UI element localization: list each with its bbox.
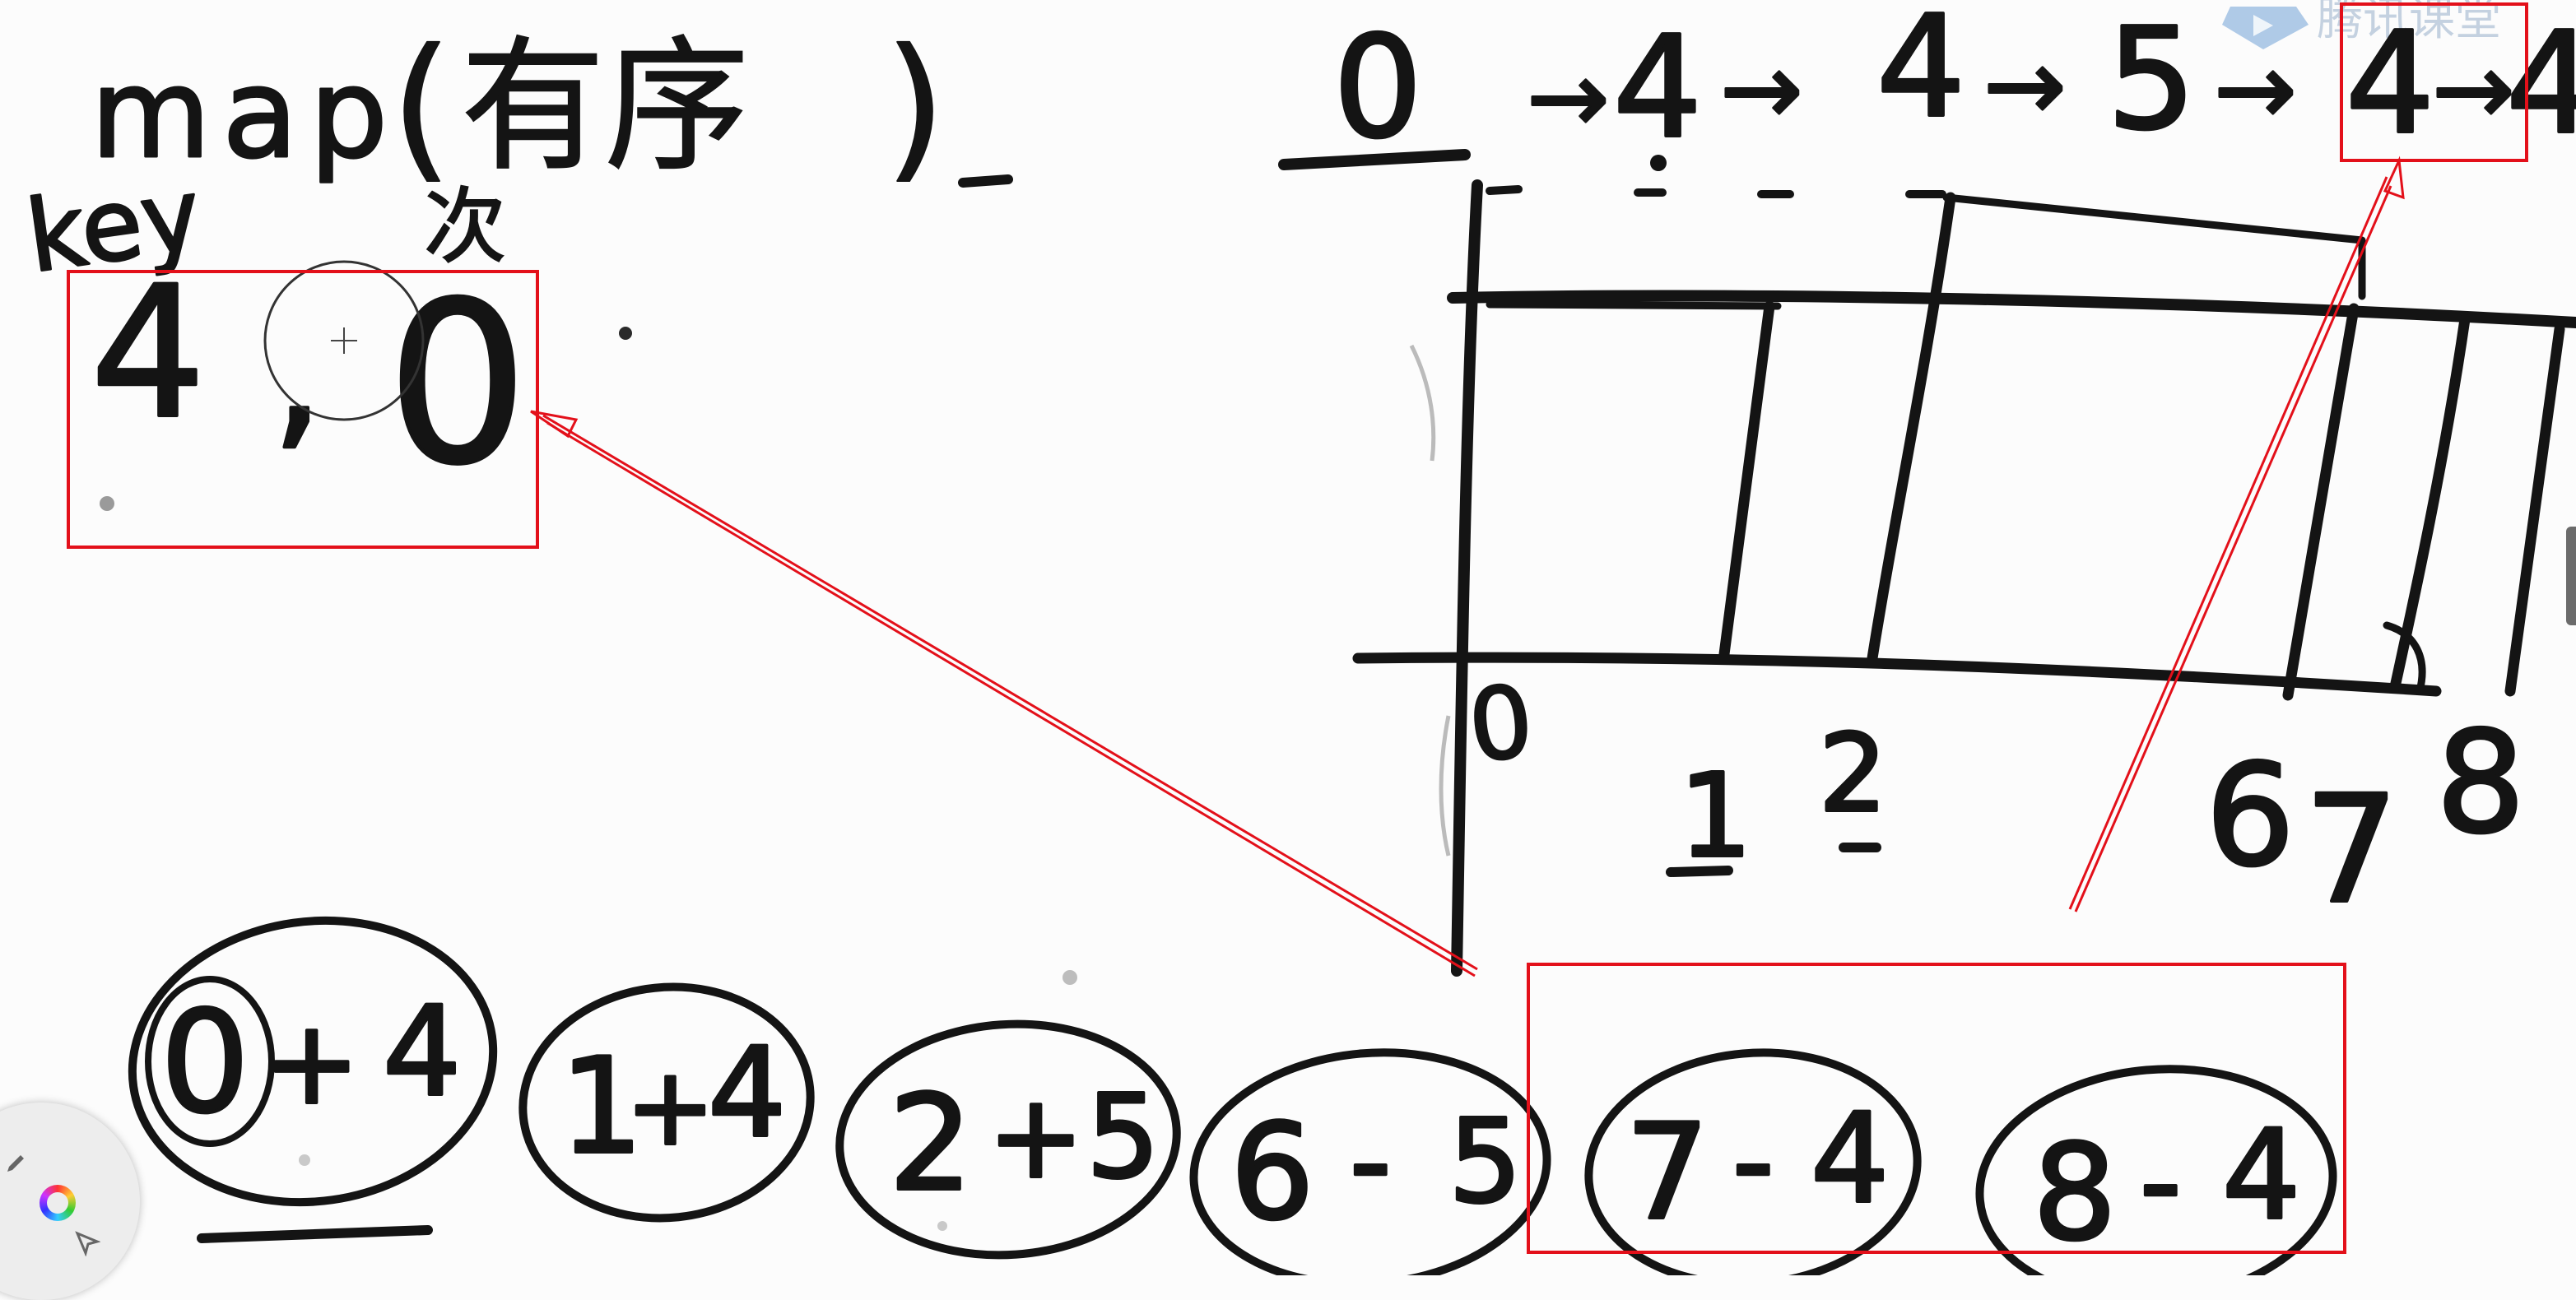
event-item: 6 - 5 [1189, 1048, 1551, 1275]
map-entry-sep: , [272, 276, 324, 467]
event-value: 4 [708, 1022, 786, 1165]
sequence-item: 4 [1876, 0, 1965, 149]
event-item: 7 - 4 [1584, 1048, 1922, 1275]
color-wheel-icon[interactable] [40, 1185, 76, 1221]
event-value: 4 [1811, 1088, 1889, 1231]
event-item: 1 + 4 [518, 982, 815, 1223]
watermark: 腾讯课堂 [2222, 0, 2501, 49]
event-key: 6 [1230, 1095, 1314, 1249]
axis-label: 6 [2206, 735, 2295, 898]
highlight-events-end [1527, 963, 2346, 1254]
sequence-item: → [2432, 33, 2515, 147]
event-op: - [1350, 1095, 1392, 1229]
sequence-item: 4 [1613, 7, 1702, 169]
page-title: map ( 有序 ) [90, 15, 1013, 198]
arrow-to-map-entry [530, 410, 1478, 977]
event-op: + [625, 1044, 715, 1169]
sequence-item: → [2214, 33, 2297, 147]
event-item: 8 - 4 [1975, 1065, 2337, 1275]
event-list: 0 + 4 1 + 4 2 + 5 6 - 5 7 - 4 [128, 916, 2337, 1275]
event-key: 1 [560, 1029, 644, 1183]
count-sequence: 0 → 4 → 4 → 5 → 4 → 4 [1278, 0, 2576, 171]
event-value: 4 [2222, 1104, 2300, 1247]
axis-label: 7 [2304, 764, 2399, 936]
event-op: - [2140, 1116, 2182, 1250]
pointer-tool-icon[interactable] [74, 1230, 101, 1257]
event-op: - [1732, 1095, 1774, 1229]
highlight-map-entry [67, 270, 539, 549]
event-item: 2 + 5 [835, 1019, 1181, 1260]
axis-label: 2 [1819, 711, 1887, 836]
sequence-item: → [1720, 33, 1803, 147]
event-key: 2 [889, 1066, 973, 1220]
map-entry: 4 , 0 [89, 246, 530, 515]
event-key: 8 [2033, 1116, 2117, 1270]
event-key: 0 [160, 982, 249, 1144]
event-op: + [263, 996, 360, 1131]
sequence-item: 0 [1333, 7, 1422, 169]
sequence-item: → [1983, 29, 2067, 143]
title-paren-open: ( [391, 16, 452, 197]
title-prefix: map [91, 43, 399, 186]
arrow-to-sequence-end [2068, 156, 2405, 912]
cursor-ring [263, 260, 425, 421]
axis-label: 1 [1679, 750, 1752, 884]
watermark-text: 腾讯课堂 [2317, 0, 2501, 46]
sequence-item: 4 [2506, 2, 2576, 165]
map-entry-key: 4 [91, 248, 206, 458]
sequence-item: → [1527, 41, 1610, 156]
side-scroll-handle[interactable] [2566, 527, 2576, 625]
event-key: 7 [1625, 1095, 1709, 1249]
pen-tool-icon[interactable] [4, 1152, 27, 1175]
event-item: 0 + 4 [128, 916, 498, 1243]
title-cjk: 有序 [461, 24, 749, 191]
event-value: 4 [383, 981, 461, 1124]
event-value: 5 [1086, 1070, 1160, 1205]
interval-diagram: 0 1 2 6 7 8 [1352, 179, 2576, 977]
axis-label: 8 [2436, 702, 2525, 865]
sequence-item: 4 [2346, 2, 2434, 165]
axis-label: 0 [1464, 665, 1538, 785]
title-paren-close: ) [885, 16, 946, 197]
event-op: + [988, 1070, 1084, 1205]
value-label: 次 [424, 179, 506, 275]
event-value: 5 [1448, 1095, 1522, 1229]
sequence-item: 5 [2107, 0, 2196, 161]
highlight-sequence-end [2340, 2, 2528, 162]
